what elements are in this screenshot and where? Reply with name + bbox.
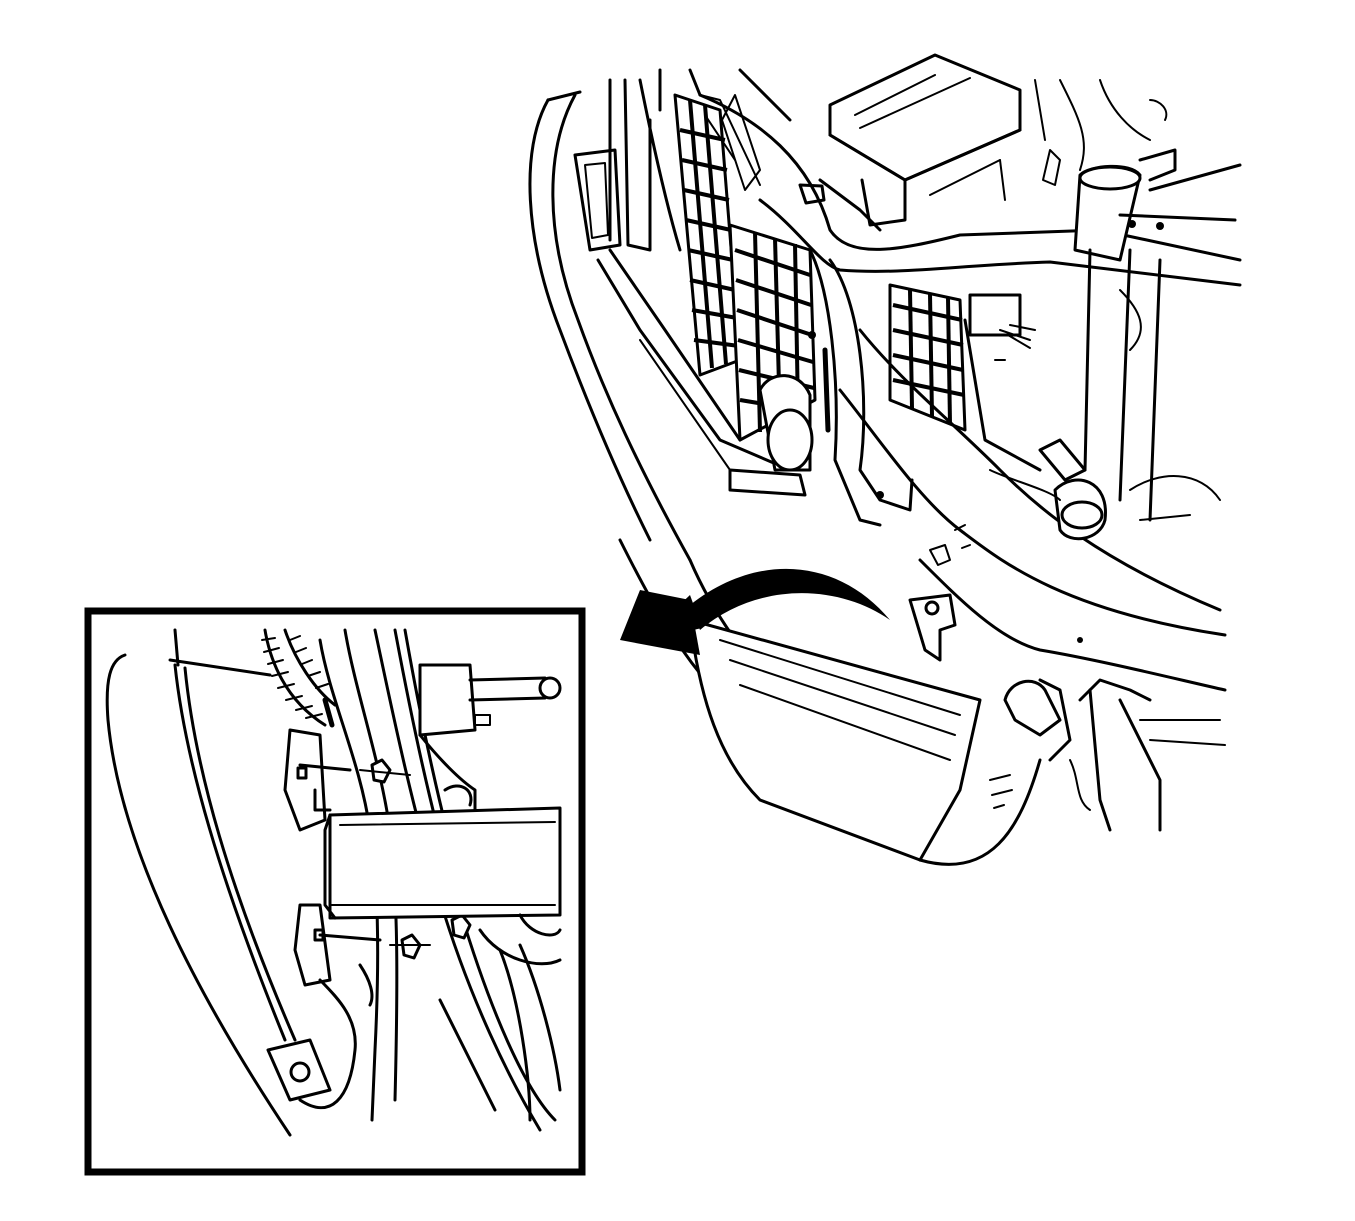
left-reinforcement (573, 78, 807, 497)
radiator-core-left (673, 93, 742, 377)
lower-bracket (908, 524, 971, 662)
wiring-harness (261, 628, 337, 728)
callout-arrow (620, 568, 890, 655)
center-support-horn (758, 248, 914, 527)
main-view-front-end (528, 53, 1242, 866)
inset-detail (84, 607, 586, 1176)
lower-crossmember (838, 248, 1227, 692)
tow-hook-bracket (1003, 678, 1226, 832)
engine-cover-box (828, 53, 1022, 227)
bumper-fascia (528, 90, 1042, 866)
upper-hose (1034, 79, 1242, 262)
right-grille-block (888, 283, 1042, 472)
